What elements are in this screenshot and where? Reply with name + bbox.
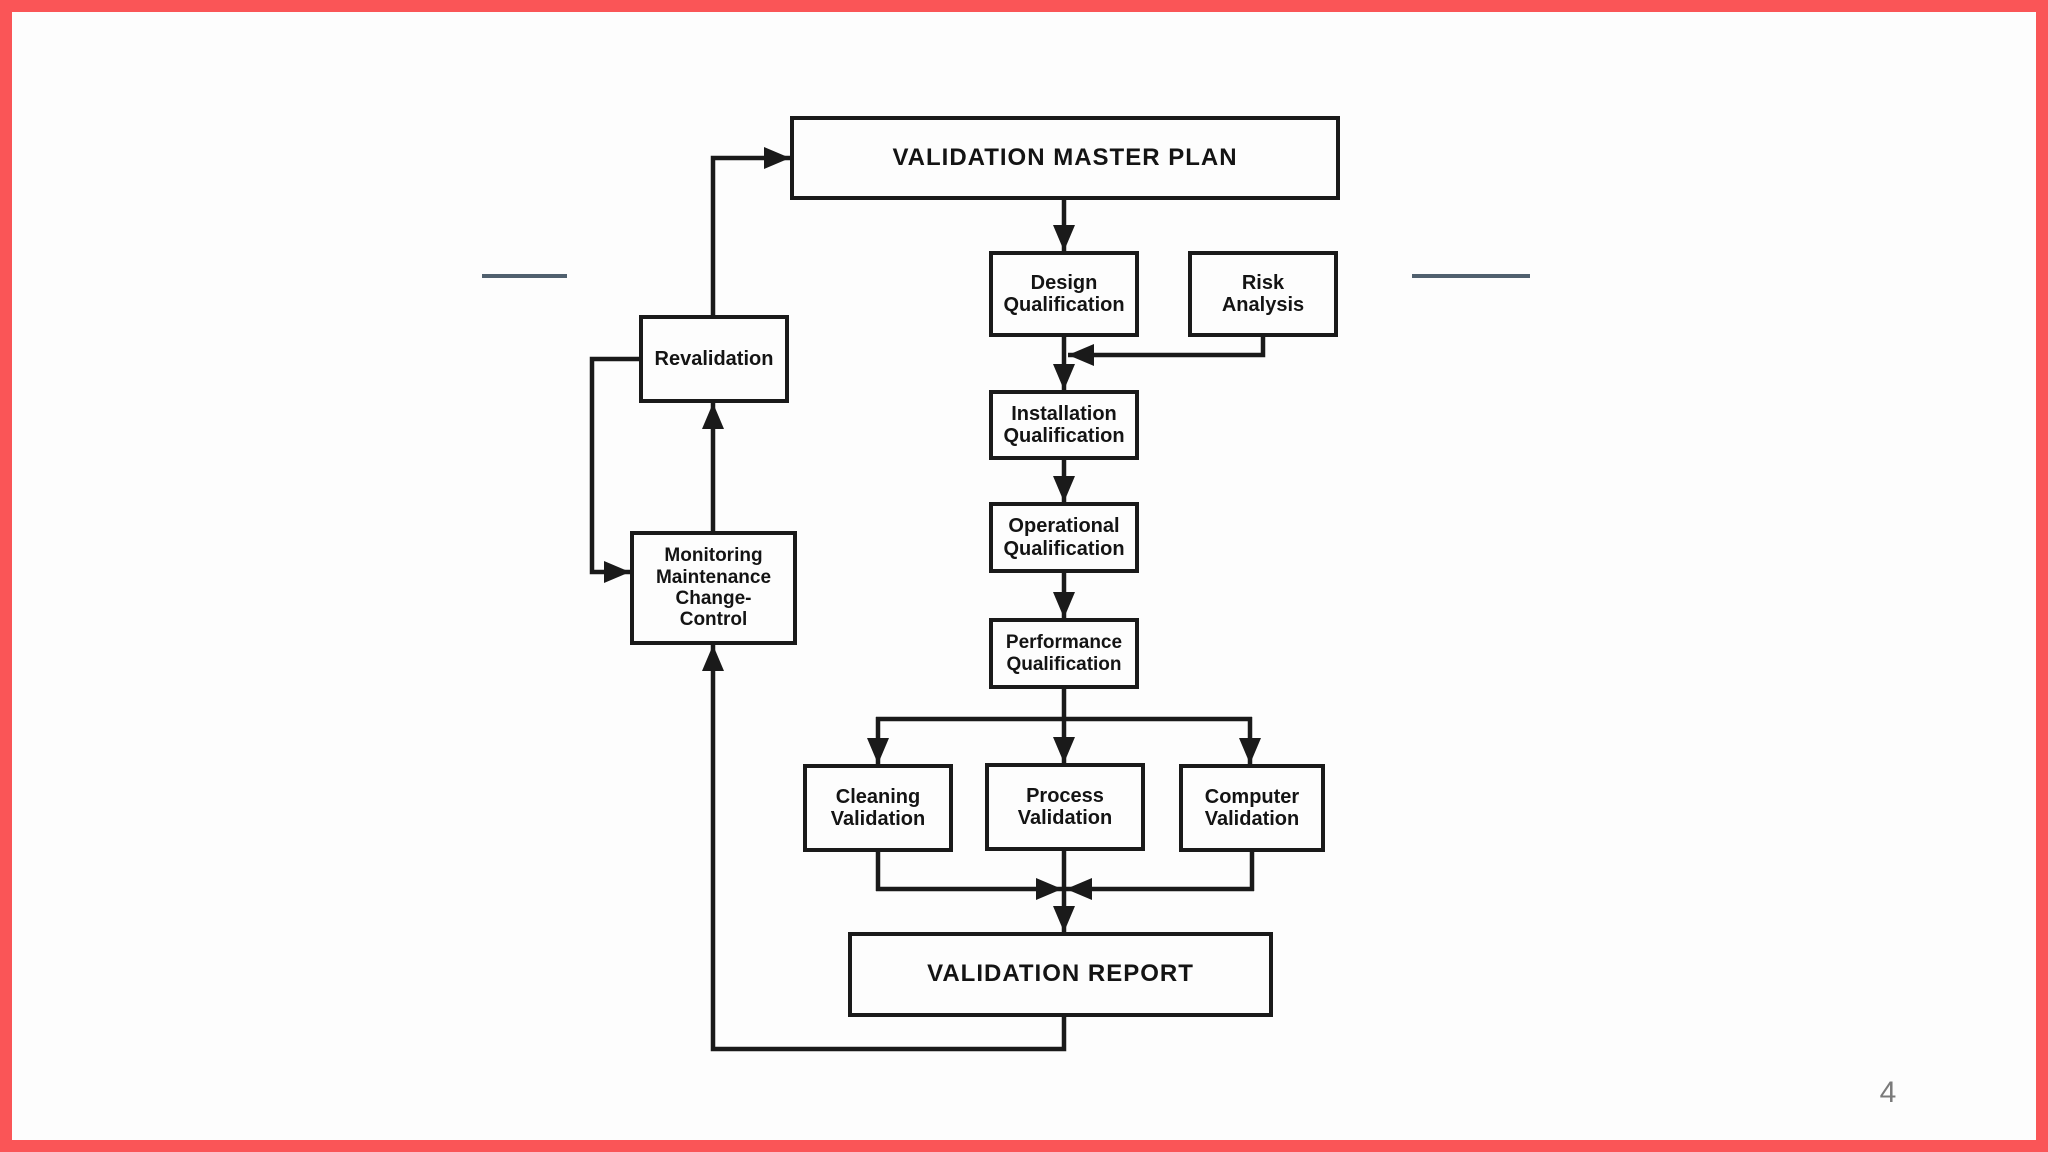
node-design-qualification: Design Qualification (989, 251, 1139, 337)
arrowhead-branch-to-cleaning (867, 738, 889, 764)
node-validation-report: VALIDATION REPORT (848, 932, 1273, 1017)
node-performance-qualification: Performance Qualification (989, 618, 1139, 689)
arrowhead-operational-to-performance (1053, 592, 1075, 618)
right-accent-dash (1412, 274, 1530, 278)
arrowhead-installation-to-operational (1053, 476, 1075, 502)
node-installation-qualification: Installation Qualification (989, 390, 1139, 460)
arrowhead-monitoring-to-revalidation (702, 403, 724, 429)
edge-report-to-monitoring-loop (710, 645, 1067, 1052)
page-number: 4 (1879, 1076, 1897, 1109)
arrowhead-design-to-installation (1053, 364, 1075, 390)
arrowhead-merge-inward-right (1036, 878, 1062, 900)
arrowhead-risk-analysis-join (1068, 344, 1094, 366)
node-cleaning-validation: Cleaning Validation (803, 764, 953, 852)
arrowhead-revalidation-to-master-plan (764, 147, 790, 169)
node-operational-qualification: Operational Qualification (989, 502, 1139, 573)
node-process-validation: Process Validation (985, 763, 1145, 851)
node-revalidation: Revalidation (639, 315, 789, 403)
left-accent-dash (482, 274, 567, 278)
arrowhead-report-to-monitoring-loop (702, 645, 724, 671)
arrowhead-process-to-report (1053, 906, 1075, 932)
arrowhead-merge-inward-left (1066, 878, 1092, 900)
node-computer-validation: Computer Validation (1179, 764, 1325, 852)
edge-risk-analysis-join (1068, 337, 1266, 358)
arrowhead-branch-to-computer (1239, 738, 1261, 764)
arrowhead-revalidation-to-monitoring-loop (604, 561, 630, 583)
arrowhead-performance-to-process (1053, 737, 1075, 763)
arrowhead-master-plan-to-design (1053, 225, 1075, 251)
node-risk-analysis: Risk Analysis (1188, 251, 1338, 337)
node-validation-master-plan: VALIDATION MASTER PLAN (790, 116, 1340, 200)
node-monitoring-maintenance: Monitoring Maintenance Change- Control (630, 531, 797, 645)
